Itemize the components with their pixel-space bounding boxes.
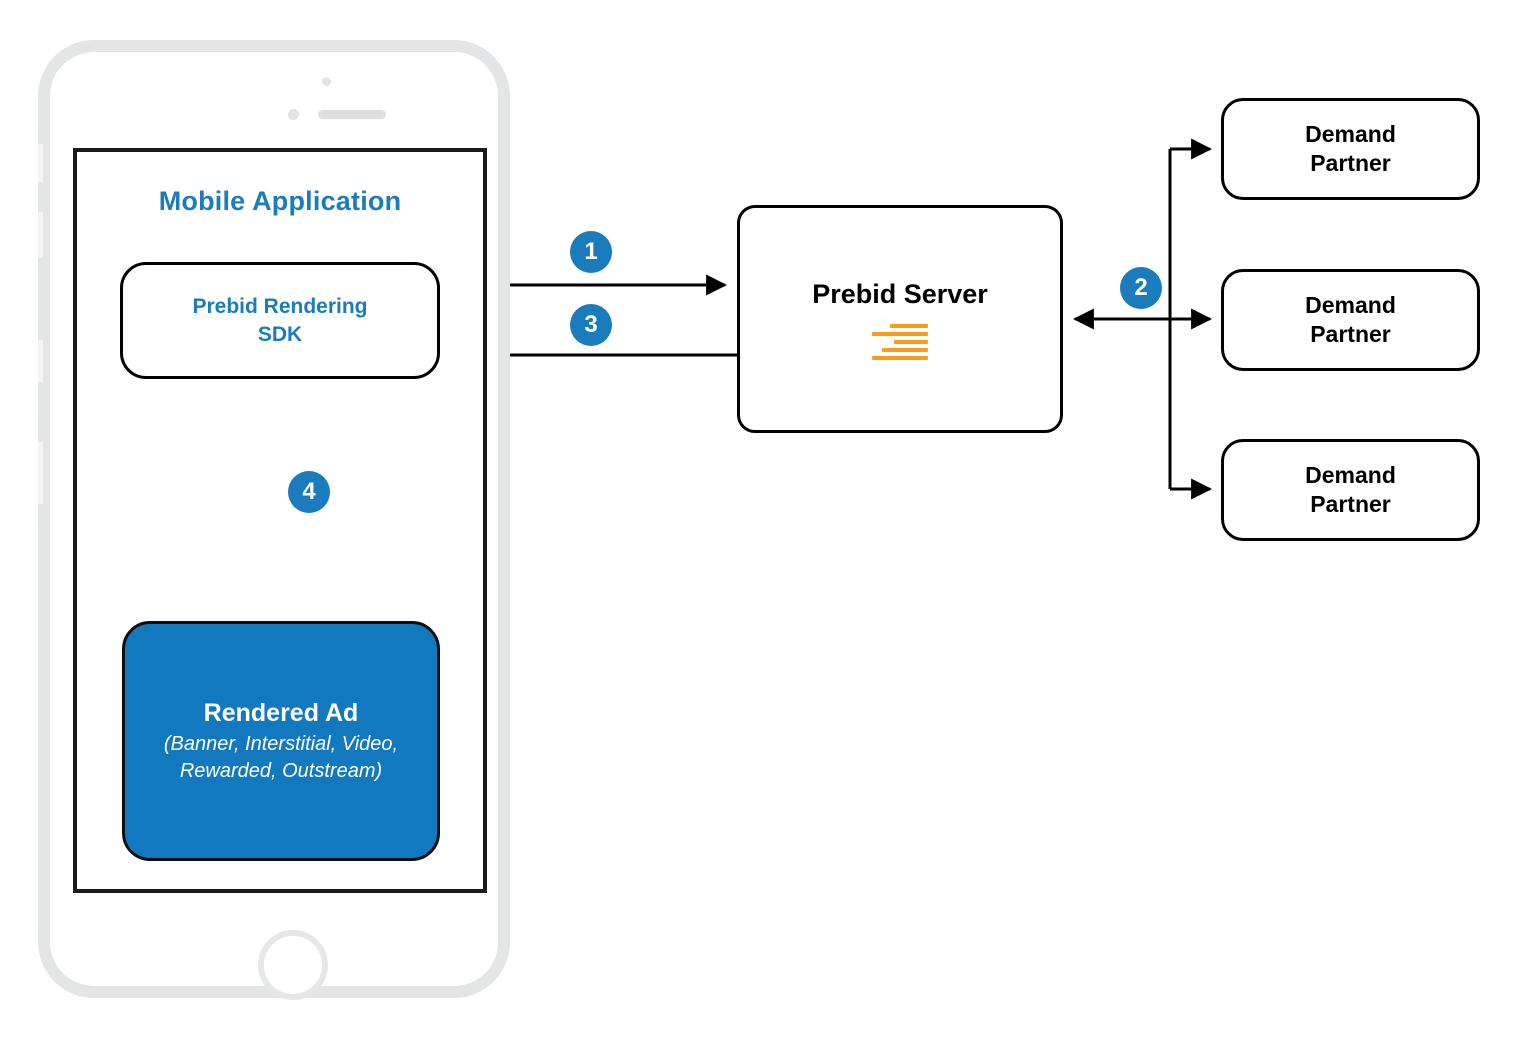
demand-partner-1-line2: Partner	[1310, 150, 1391, 176]
node-demand-partner-1[interactable]: Demand Partner	[1221, 98, 1480, 200]
step-badge-4: 4	[288, 471, 330, 513]
proximity-sensor-icon	[288, 109, 299, 120]
demand-partner-3-line1: Demand	[1305, 461, 1396, 488]
phone-side-button-mute[interactable]	[38, 144, 43, 182]
sdk-label-line1: Prebid Rendering	[192, 295, 368, 319]
step-badge-1: 1	[570, 231, 612, 273]
demand-partner-2-line1: Demand	[1305, 291, 1396, 318]
demand-partner-1-line1: Demand	[1305, 120, 1396, 147]
sdk-label-line2: SDK	[257, 322, 303, 346]
phone-side-button-volume-up[interactable]	[38, 212, 43, 258]
prebid-server-label: Prebid Server	[812, 278, 988, 309]
phone-side-button-power[interactable]	[38, 442, 43, 504]
node-demand-partner-3[interactable]: Demand Partner	[1221, 439, 1480, 541]
prebid-logo-icon	[872, 323, 928, 360]
mobile-application-title: Mobile Application	[158, 186, 402, 216]
home-button[interactable]	[258, 930, 328, 1000]
node-demand-partner-2[interactable]: Demand Partner	[1221, 269, 1480, 371]
step-badge-2: 2	[1120, 267, 1162, 309]
step-badge-3: 3	[570, 304, 612, 346]
earpiece-speaker-icon	[318, 110, 386, 119]
node-prebid-rendering-sdk[interactable]: Prebid Rendering SDK	[120, 262, 440, 379]
demand-partner-2-line2: Partner	[1310, 321, 1391, 347]
rendered-ad-subtitle-line1: (Banner, Interstitial, Video,	[163, 733, 399, 756]
node-rendered-ad[interactable]: Rendered Ad (Banner, Interstitial, Video…	[122, 621, 440, 861]
rendered-ad-subtitle-line2: Rewarded, Outstream)	[179, 759, 383, 782]
node-prebid-server[interactable]: Prebid Server	[737, 205, 1063, 433]
phone-side-button-volume-down[interactable]	[38, 340, 43, 382]
demand-partner-3-line2: Partner	[1310, 491, 1391, 517]
front-camera-icon	[322, 77, 331, 86]
rendered-ad-title: Rendered Ad	[203, 698, 359, 727]
